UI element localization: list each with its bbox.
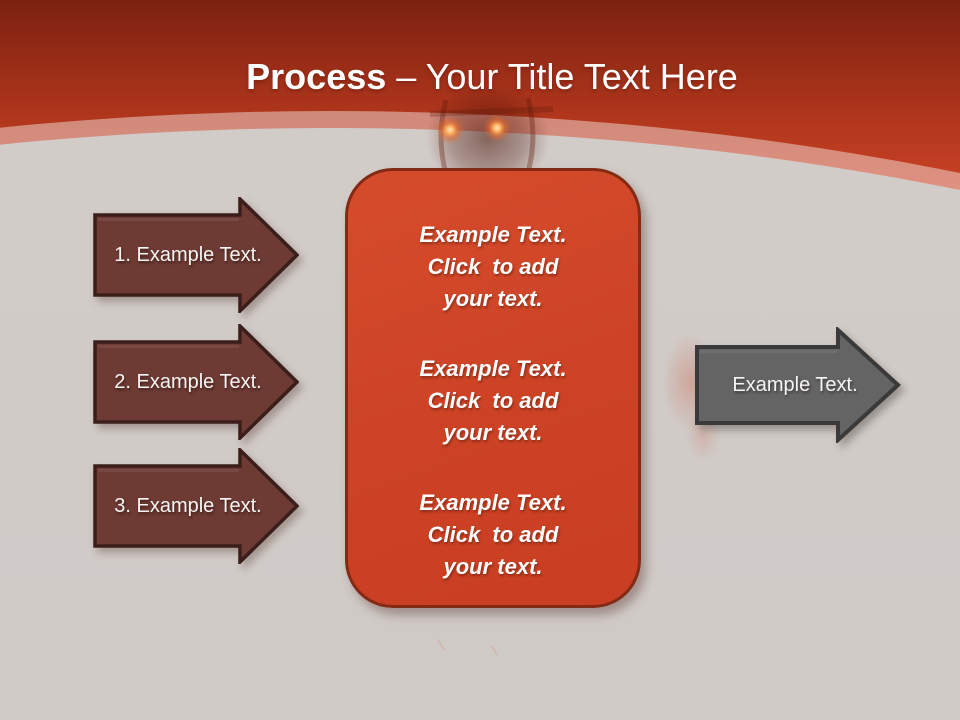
process-step-label[interactable]: 1. Example Text. [114, 243, 262, 266]
arrow-right-shape-icon [93, 324, 299, 440]
process-step-arrow-1[interactable]: 1. Example Text. [93, 197, 299, 313]
skull-eye-glow-left [436, 116, 464, 144]
skull-silhouette [426, 84, 554, 192]
slide-title: Process – Your Title Text Here [0, 56, 960, 98]
arrow-right-shape-icon [695, 327, 901, 443]
process-step-arrow-2[interactable]: 2. Example Text. [93, 324, 299, 440]
arrow-right-shape-icon [93, 448, 299, 564]
arrow-right-shape-icon [93, 197, 299, 313]
skull-eye-glow-right [483, 114, 511, 142]
process-step-label[interactable]: 3. Example Text. [114, 494, 262, 517]
example-text-panel[interactable]: Example Text. Click to add your text. Ex… [345, 168, 641, 608]
process-step-arrow-3[interactable]: 3. Example Text. [93, 448, 299, 564]
output-arrow[interactable]: Example Text. [695, 327, 901, 443]
slide-title-rest: – Your Title Text Here [396, 56, 738, 97]
panel-paragraph-1[interactable]: Example Text. Click to add your text. [419, 222, 567, 311]
slide-title-keyword: Process [246, 56, 387, 97]
process-step-label[interactable]: 2. Example Text. [114, 370, 262, 393]
panel-paragraph-2[interactable]: Example Text. Click to add your text. [419, 356, 567, 445]
panel-paragraph-3[interactable]: Example Text. Click to add your text. [419, 490, 567, 579]
output-arrow-label[interactable]: Example Text. [732, 373, 858, 396]
